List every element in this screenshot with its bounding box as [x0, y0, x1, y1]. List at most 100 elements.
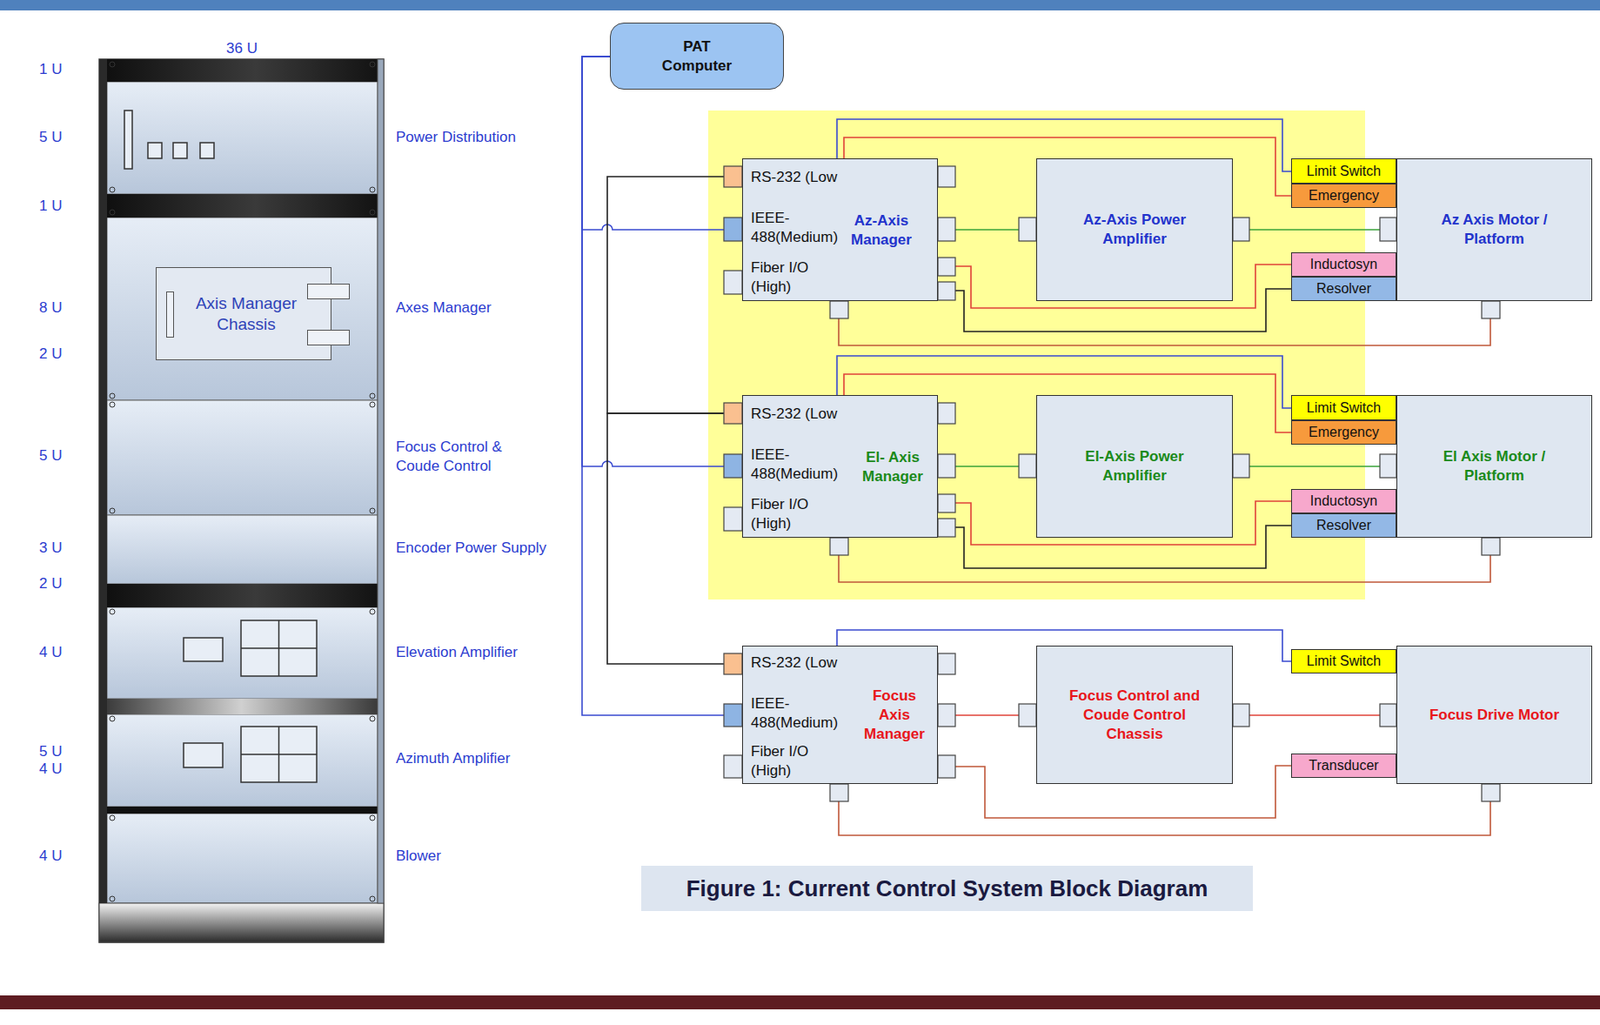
amplifier-panel-icon: [241, 620, 317, 677]
power-panel-icon: [124, 110, 215, 169]
rack-unit-label: 36 U: [226, 39, 258, 59]
signal-wire: [1232, 465, 1397, 468]
signal-wire: [838, 301, 1491, 346]
rack-screw: [369, 209, 375, 215]
connector-port: [1018, 703, 1037, 727]
equipment-rack: [107, 813, 378, 904]
equipment-rack: [377, 59, 384, 904]
equipment-rack: [99, 903, 384, 943]
ieee488-port: [723, 217, 743, 727]
rs232-port: [723, 166, 743, 188]
amplifier-panel-icon: [183, 637, 223, 662]
axis-manager-box: RS-232 (LowIEEE- 488(Medium)Fiber I/O (H…: [742, 158, 938, 302]
connector-port: [1379, 703, 1397, 727]
node-title: Resolver: [1293, 515, 1394, 536]
rack-screw: [109, 61, 115, 67]
equipment-rack: [99, 59, 384, 82]
chassis-box: Axis Manager Chassis: [155, 267, 332, 361]
rack-unit-label: 4 U: [39, 846, 62, 866]
limit-switch-box: Limit Switch: [1291, 649, 1397, 674]
connector-port: [937, 217, 956, 242]
signal-wire: [607, 413, 743, 664]
node-title: Az Axis Motor / Platform: [1433, 210, 1556, 249]
sensor-box: Resolver: [1291, 513, 1397, 538]
rs232-port: [723, 653, 743, 675]
node-title: Resolver: [1293, 279, 1394, 299]
rack-screw: [369, 896, 375, 902]
amplifier-panel-icon: [241, 726, 317, 783]
port-label: Fiber I/O (High): [750, 258, 824, 297]
sensor-box: Resolver: [1291, 276, 1397, 302]
node-title: Limit Switch: [1293, 161, 1394, 181]
rack-screw: [109, 61, 375, 902]
rack-unit-label: 5 U: [39, 127, 62, 148]
rack-unit-label: 1 U: [39, 60, 62, 80]
port-label: IEEE- 488(Medium): [750, 445, 845, 484]
sensor-box: Inductosyn: [1291, 252, 1397, 277]
rack-screw: [369, 61, 375, 67]
chassis-detail: [307, 329, 350, 346]
node-title: Az-Axis Power Amplifier: [1069, 210, 1200, 249]
limit-switch-box: Limit Switch: [1291, 158, 1397, 184]
connector-port: [723, 755, 743, 778]
equipment-rack: [107, 714, 378, 807]
highlight-region: [708, 110, 1366, 600]
signal-wire: [1232, 714, 1397, 717]
node-title: Emergency: [1293, 422, 1394, 442]
connector-port: [1018, 454, 1037, 478]
rack-screw: [109, 393, 115, 399]
connector-port: [1481, 783, 1500, 802]
connector-port: [723, 507, 743, 531]
motor-box: Az Axis Motor / Platform: [1396, 158, 1593, 302]
connector-port: [937, 653, 956, 675]
rack-unit-label: 5 U: [39, 742, 62, 762]
rack-unit-label: 8 U: [39, 298, 62, 318]
signal-wire: [1232, 228, 1397, 231]
port-label: RS-232 (Low: [750, 653, 847, 673]
node-title: El-Axis Power Amplifier: [1069, 447, 1200, 486]
connector-port: [830, 537, 849, 556]
connector-port: [1232, 454, 1250, 478]
rack-unit-label: 4 U: [39, 759, 62, 779]
connector-port: [937, 755, 956, 778]
ieee488-port: [723, 217, 743, 242]
amplifier-box: Az-Axis Power Amplifier: [1036, 158, 1233, 302]
rack-screw: [109, 187, 115, 193]
power-panel-icon: [147, 142, 162, 159]
node-title: PAT Computer: [653, 37, 741, 76]
node-title: Az-Axis Manager: [843, 211, 920, 250]
limit-switch-box: Limit Switch: [1291, 394, 1397, 421]
rack-screw: [369, 187, 375, 193]
connector-port: [1232, 217, 1250, 242]
page-band: [0, 995, 1600, 1010]
power-panel-icon: [173, 142, 188, 159]
amplifier-panel-icon: [241, 647, 317, 650]
rack-screw: [369, 716, 375, 722]
connector-port: [937, 281, 956, 301]
power-panel-icon: [124, 110, 133, 169]
connector-port: [723, 270, 743, 295]
rack-panel-label: Elevation Amplifier: [395, 642, 518, 663]
node-title: El- Axis Manager: [854, 448, 931, 487]
signal-wire: [582, 56, 743, 467]
rack-unit-label: 2 U: [39, 574, 62, 594]
control-chassis-box: Focus Control and Coude Control Chassis: [1036, 645, 1233, 784]
amplifier-panel-icon: [241, 753, 317, 756]
connector-port: [1481, 301, 1500, 319]
equipment-rack: [99, 583, 384, 608]
figure-caption: Figure 1: Current Control System Block D…: [686, 875, 1209, 903]
connector-port: [1232, 703, 1250, 727]
rack-panel-label: Focus Control & Coude Control: [395, 437, 514, 476]
equipment-rack: [107, 400, 378, 516]
chassis-detail: [307, 283, 350, 300]
rack-screw: [109, 609, 115, 615]
rack-panel-label: Azimuth Amplifier: [395, 749, 510, 769]
rack-screw: [109, 815, 115, 821]
rack-screw: [109, 508, 115, 514]
amplifier-panel-icon: [183, 620, 317, 783]
rack-screw: [369, 609, 375, 615]
equipment-rack: [99, 806, 384, 814]
signal-wire: [582, 56, 743, 716]
rack-screw: [369, 815, 375, 821]
